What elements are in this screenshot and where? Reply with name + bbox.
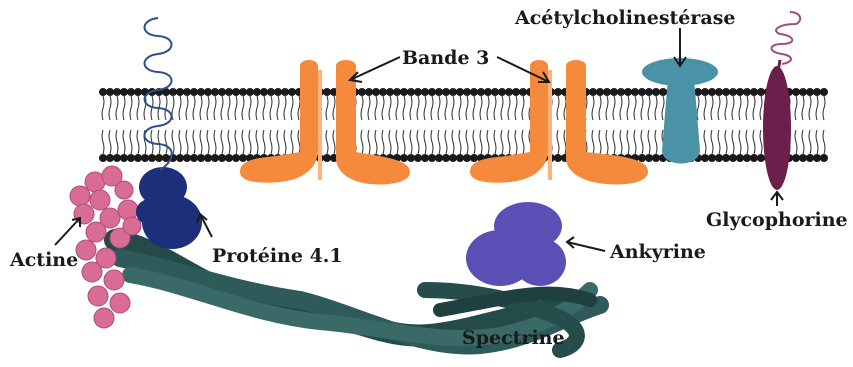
lipid-bilayer [99,88,830,162]
protein-4-1 [136,167,202,249]
label-proteine-4-1: Protéine 4.1 [212,245,343,267]
label-acetylcholinesterase: Acétylcholinestérase [514,7,736,29]
label-bande-3: Bande 3 [402,47,489,69]
ankyrin [466,202,566,286]
label-actine: Actine [9,249,78,271]
label-ankyrine: Ankyrine [609,241,706,263]
label-glycophorine: Glycophorine [706,209,848,231]
label-spectrine: Spectrine [462,327,565,349]
